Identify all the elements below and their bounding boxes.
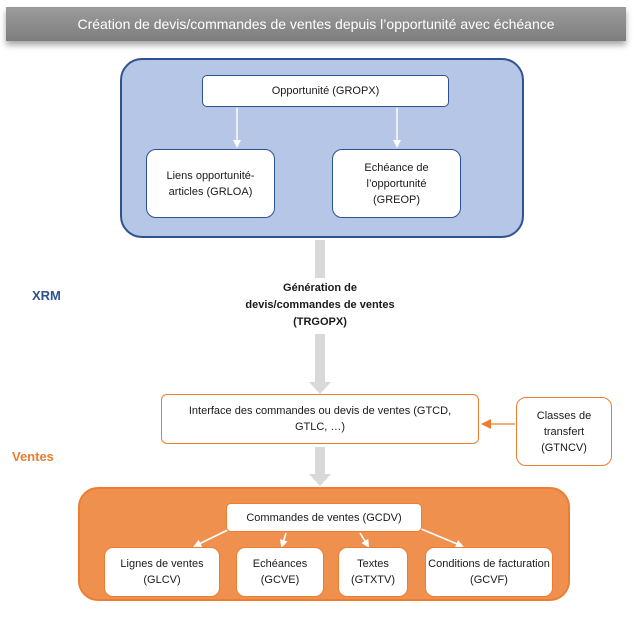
section-label-ventes: Ventes: [12, 449, 54, 464]
arrow-gcdv-to-gcve: [279, 532, 288, 548]
node-commandes-ventes: Commandes de ventes (GCDV): [226, 503, 422, 532]
node-echeance-opportunite: Echéance de l’opportunité (GREOP): [332, 149, 461, 218]
flow-shaft-xrm-to-interface: [315, 240, 325, 278]
diagram-title: Création de devis/commandes de ventes de…: [6, 7, 626, 41]
node-lignes-ventes: Lignes de ventes (GLCV): [104, 547, 220, 597]
arrow-gcdv-to-gtxtv: [359, 532, 370, 548]
node-liens-opportunite-articles: Liens opportunité-articles (GRLOA): [146, 149, 275, 218]
node-echeances: Echéances (GCVE): [236, 547, 324, 597]
flow-shaft-xrm-to-interface-lower: [315, 334, 325, 384]
flow-arrowhead-ventes: [309, 474, 331, 486]
section-label-xrm: XRM: [32, 288, 61, 303]
flow-shaft-interface-to-ventes: [315, 447, 325, 475]
node-classes-transfert: Classes de transfert (GTNCV): [516, 397, 612, 466]
flow-arrowhead-interface: [309, 382, 331, 394]
node-conditions-facturation: Conditions de facturation (GCVF): [425, 547, 553, 597]
node-interface-commandes: Interface des commandes ou devis de vent…: [161, 394, 479, 444]
label-generation-trgopx: Génération de devis/commandes de ventes …: [245, 282, 395, 328]
node-textes: Textes (GTXTV): [338, 547, 408, 597]
node-opportunite: Opportunité (GROPX): [202, 75, 449, 107]
